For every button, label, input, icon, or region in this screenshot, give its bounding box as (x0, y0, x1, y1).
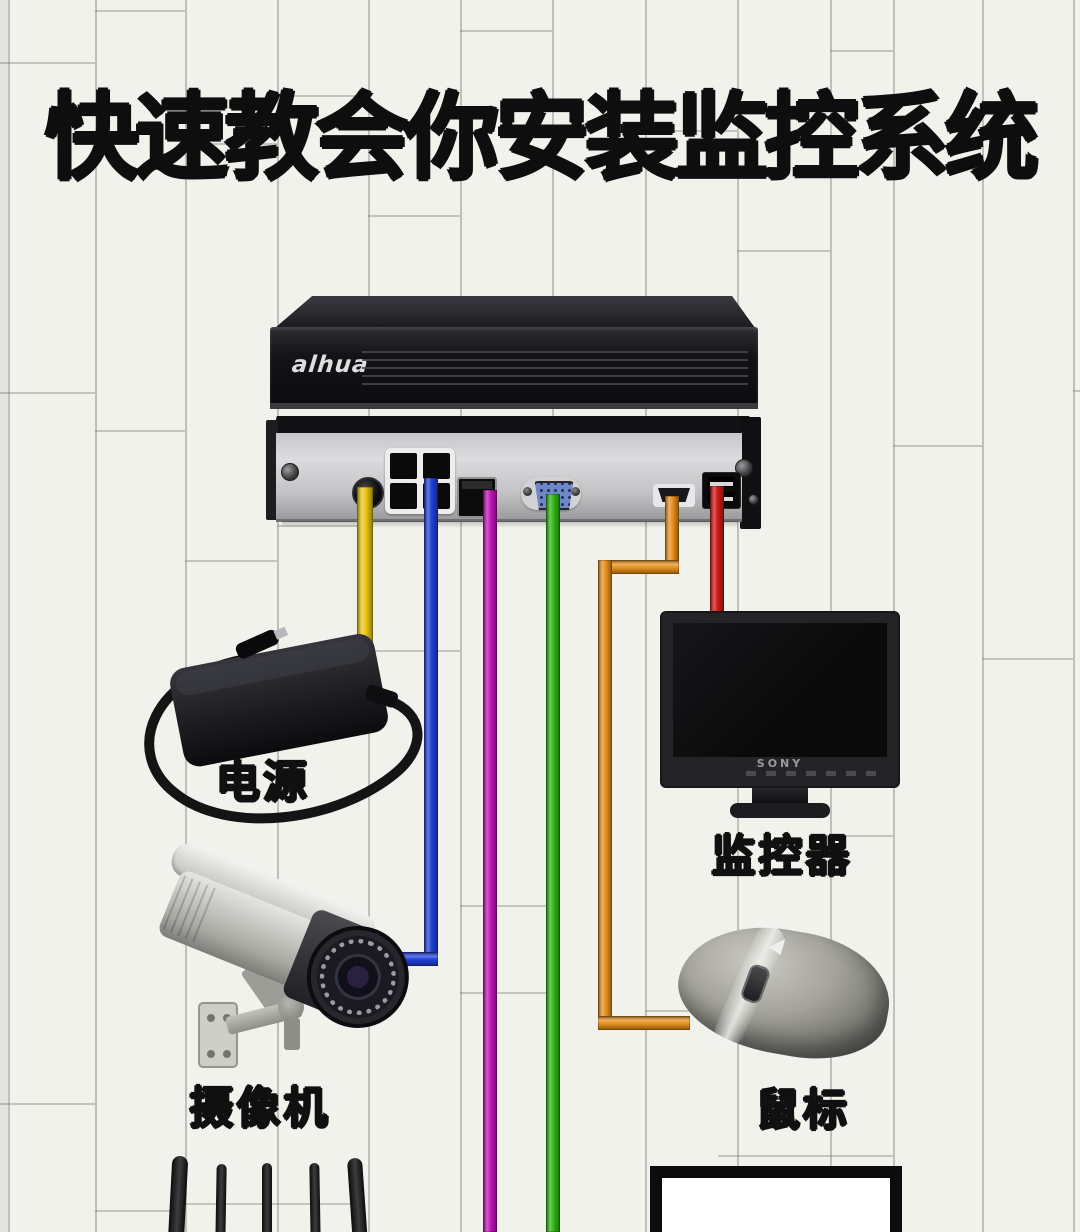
dvr-rear-top-edge (272, 416, 754, 435)
poe-port (390, 453, 417, 479)
plank-seam (1073, 390, 1080, 392)
plank-seam (893, 445, 982, 447)
dvr-rear-panel (276, 433, 742, 522)
router-antenna (309, 1162, 321, 1232)
monitor-buttons (746, 771, 882, 776)
vga-cable-green (546, 494, 560, 1232)
camera-wall-plate (198, 1002, 238, 1068)
plank-seam (460, 905, 552, 907)
plank-line (185, 0, 187, 1232)
plank-line (95, 0, 97, 1232)
plank-line (1073, 0, 1075, 1232)
plank-seam (95, 1210, 185, 1212)
plank-line (8, 0, 10, 1232)
poe-port (390, 483, 417, 509)
plank-line (645, 0, 647, 1232)
monitor-label: 监控器 (711, 831, 853, 882)
bottom-display-box (650, 1166, 902, 1232)
screw-hole (207, 1014, 215, 1022)
plank-seam (830, 835, 893, 837)
mouse-illustration (668, 912, 900, 1072)
poster-title: 快速教会你安装监控系统 (44, 84, 1039, 193)
sony-brand-logo: SONY (756, 757, 804, 770)
plank-seam (277, 95, 368, 97)
plank-seam (95, 430, 185, 432)
plank-seam (0, 392, 95, 394)
plank-seam (95, 10, 185, 12)
dahua-brand-logo: alhua (290, 352, 371, 378)
adapter-dc-plug (235, 626, 289, 659)
plank-seam (830, 50, 893, 52)
adapter-body (170, 634, 388, 767)
screw-icon (281, 463, 299, 481)
plank-seam (982, 658, 1073, 660)
camera-cable-blue-vertical (424, 478, 438, 966)
dvr-front-bottom-edge (270, 403, 758, 409)
poe-ethernet-ports (385, 448, 455, 514)
mouse-cable-orange-seg1 (665, 496, 679, 574)
plank-seam (185, 560, 277, 562)
dvr-front-vents (362, 351, 748, 389)
mouse-cable-orange-seg4 (598, 1016, 690, 1030)
router-antenna (262, 1163, 272, 1232)
monitor-stand-base (730, 803, 830, 818)
usb-tongue (710, 482, 733, 486)
plank-seam (368, 215, 460, 217)
dvr-front-top-face (274, 296, 756, 328)
plank-seam (185, 143, 277, 145)
plank-line (277, 0, 279, 1232)
plank-seam (277, 525, 368, 527)
vga-screw-post (523, 487, 532, 496)
mouse-cable-orange-seg3 (598, 560, 612, 1030)
adapter-power-cord (144, 653, 423, 824)
screw-icon (748, 494, 759, 505)
network-cable-magenta (483, 490, 497, 1232)
router-antenna (215, 1163, 227, 1232)
plank-seam (645, 130, 737, 132)
power-adapter-illustration (144, 626, 423, 824)
plank-seam (460, 992, 552, 994)
adapter-output-connector (365, 684, 398, 708)
camera-bracket-knob (284, 1018, 300, 1050)
power-label: 电源 (216, 757, 310, 808)
mouse-cable-orange-seg2 (598, 560, 679, 574)
dvr-shadow (282, 521, 738, 528)
left-edge-shade (0, 0, 8, 1232)
plank-seam (737, 250, 830, 252)
plank-seam (0, 62, 95, 64)
camera-label: 摄像机 (189, 1083, 331, 1134)
plank-line (460, 0, 462, 1232)
plank-line (982, 0, 984, 1232)
plank-seam (460, 30, 552, 32)
mouse-label: 鼠标 (756, 1085, 850, 1136)
poe-port (423, 453, 450, 479)
monitor-cable-red (710, 486, 724, 616)
vga-screw-post (571, 487, 580, 496)
plank-seam (368, 650, 460, 652)
monitor-screen (673, 623, 887, 757)
dvr-rear-left-edge (266, 420, 278, 520)
monitor-stand-neck (752, 788, 808, 805)
plank-seam (0, 1103, 95, 1105)
plank-seam (718, 1155, 893, 1157)
router-antenna (346, 1157, 369, 1232)
